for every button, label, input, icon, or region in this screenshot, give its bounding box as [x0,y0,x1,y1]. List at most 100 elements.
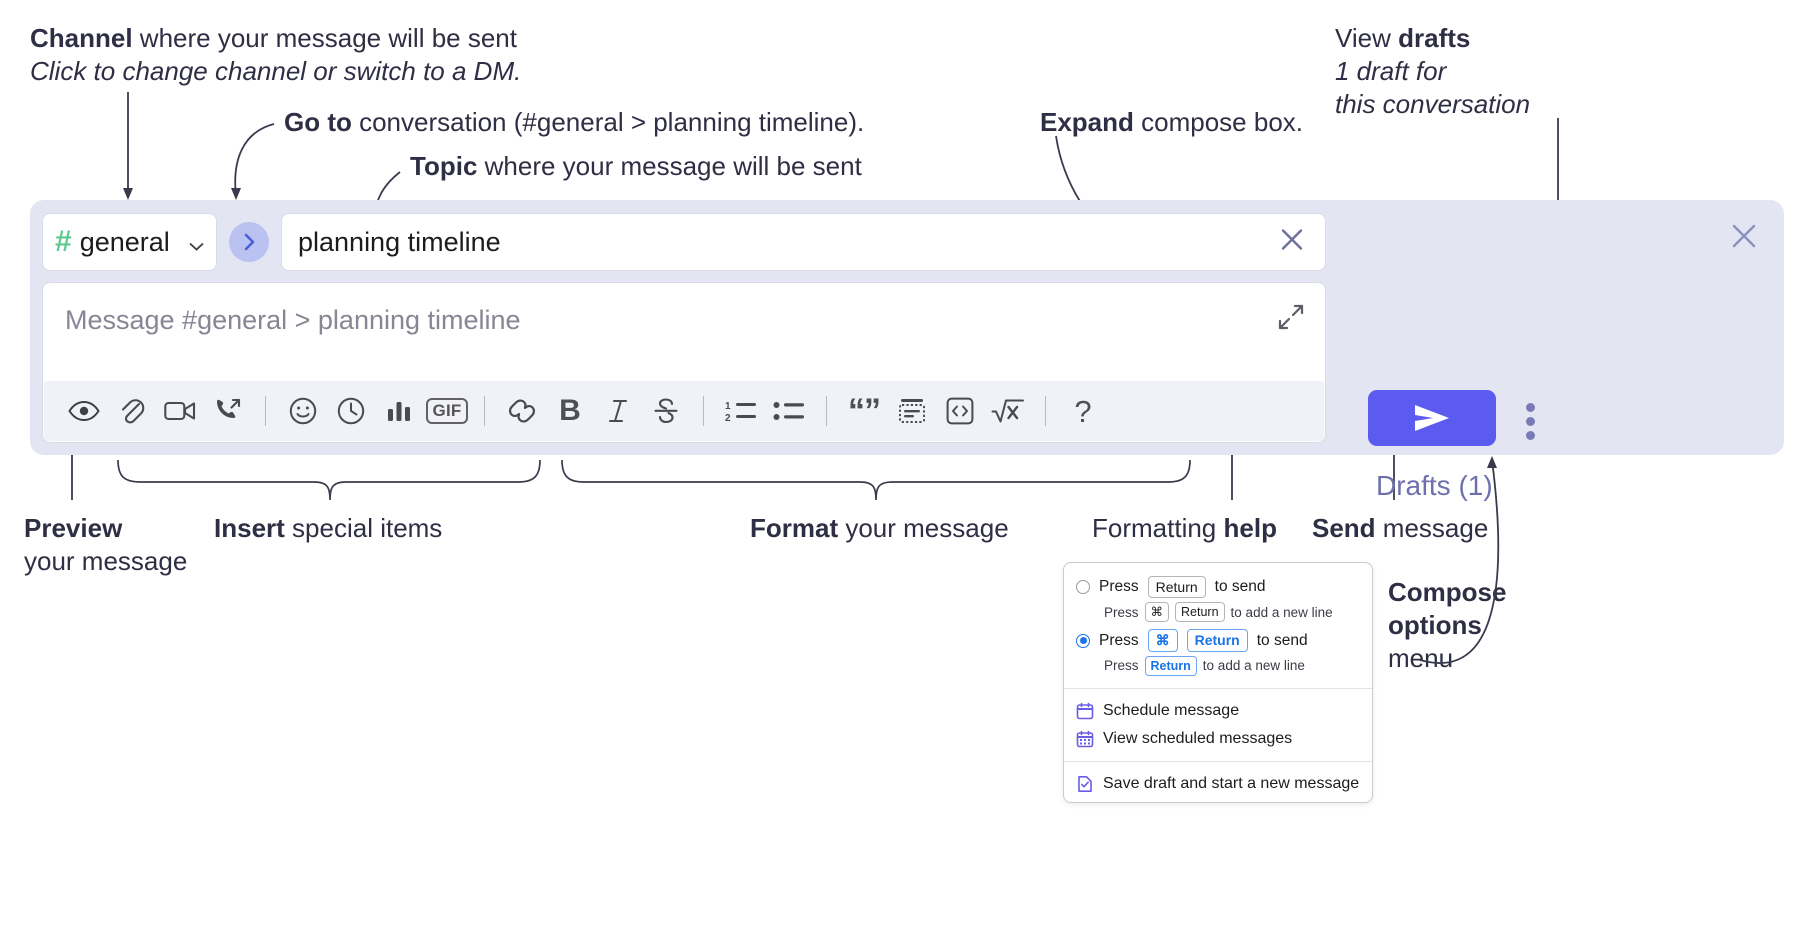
annotation-send-rest: message [1375,513,1489,543]
link-icon[interactable] [498,389,546,433]
toolbar-divider [265,396,266,426]
annotation-insert: Insert special items [214,512,442,545]
option1-sub-post: to add a new line [1230,604,1333,620]
annotation-goto-rest: conversation (#general > planning timeli… [351,107,865,137]
compose-options-button[interactable] [1526,398,1535,445]
option2-hint: Press Return to add a new line [1064,655,1372,680]
option2-post: to send [1256,631,1308,649]
help-icon[interactable]: ? [1059,389,1107,433]
annotation-channel: Channel where your message will be sent … [30,22,521,88]
message-input-area[interactable]: Message #general > planning timeline [42,282,1326,443]
kebab-dot [1526,417,1535,426]
option1-pre: Press [1099,578,1139,596]
annotation-format-rest: your message [838,513,1009,543]
help-label: ? [1074,393,1092,429]
clock-icon[interactable] [327,389,375,433]
video-icon[interactable] [156,389,204,433]
close-compose-icon[interactable] [1728,220,1760,257]
annotation-compose-rest: menu [1388,642,1454,673]
option-cmd-return-to-send[interactable]: Press ⌘ Return to send [1064,626,1372,654]
option2-pre: Press [1099,631,1139,649]
annotation-preview-rest: your message [24,545,188,576]
goto-conversation-button[interactable] [229,222,269,262]
key-command: ⌘ [1147,629,1178,652]
annotation-compose-bold2: options [1388,609,1482,640]
option2-sub-post: to add a new line [1202,658,1305,674]
annotation-expand-bold: Expand [1040,107,1134,137]
topic-value: planning timeline [298,226,501,257]
annotation-insert-bold: Insert [214,513,285,543]
toolbar-divider [1045,396,1046,426]
clear-topic-icon[interactable] [1277,225,1307,260]
poll-icon[interactable] [375,389,423,433]
menu-item-label: View scheduled messages [1103,729,1293,747]
toolbar-divider [703,396,704,426]
annotation-drafts-rest: View [1335,23,1399,53]
compose-inner: # general planning timeline Message #gen… [42,212,1326,443]
radio-return-to-send[interactable] [1076,580,1090,595]
calendar-grid-icon [1076,730,1094,748]
annotation-expand-rest: compose box. [1133,107,1304,137]
attachment-icon[interactable] [108,389,156,433]
preview-icon[interactable] [60,389,108,433]
save-draft-icon [1078,775,1092,792]
drafts-link[interactable]: Drafts (1) [1376,470,1493,501]
menu-item-label: Save draft and start a new message [1103,774,1360,792]
emoji-icon[interactable] [279,389,327,433]
topic-input[interactable]: planning timeline [281,213,1326,271]
calendar-icon [1076,702,1094,720]
message-placeholder: Message #general > planning timeline [65,305,521,335]
gif-icon[interactable]: GIF [423,389,471,433]
annotation-format: Format your message [750,512,1009,545]
menu-item-schedule-message[interactable]: Schedule message [1064,697,1372,725]
channel-name-label: general [79,226,170,257]
annotation-topic-bold: Topic [410,151,478,181]
option1-post: to send [1214,578,1266,596]
svg-text:1: 1 [725,401,731,412]
toolbar-divider [484,396,485,426]
strikethrough-icon[interactable] [642,389,690,433]
ordered-list-icon[interactable]: 1 2 [717,389,765,433]
annotation-drafts: View drafts 1 draft for this conversatio… [1335,22,1530,120]
annotation-channel-italic: Click to change channel or switch to a D… [30,55,522,86]
annotation-compose-bold1: Compose [1388,577,1507,607]
code-icon[interactable] [936,389,984,433]
blockquote-icon[interactable]: “” [840,389,888,433]
annotation-send-bold: Send [1312,513,1376,543]
menu-item-save-draft[interactable]: Save draft and start a new message [1064,770,1372,798]
menu-item-label: Schedule message [1103,701,1240,719]
compose-options-menu: Press Return to send Press ⌘ Return to a… [1063,562,1373,803]
code-block-icon[interactable] [888,389,936,433]
bold-icon[interactable]: B [546,389,594,433]
radio-cmd-return-to-send[interactable] [1076,633,1090,648]
annotation-compose-options: Compose options menu [1388,576,1568,674]
menu-item-view-scheduled[interactable]: View scheduled messages [1064,725,1372,753]
annotation-send: Send message [1312,512,1488,545]
key-command: ⌘ [1144,602,1170,623]
bullet-list-icon[interactable] [765,389,813,433]
option-return-to-send[interactable]: Press Return to send [1064,573,1372,601]
toolbar-divider [826,396,827,426]
italic-icon[interactable] [594,389,642,433]
math-icon[interactable] [984,389,1032,433]
bold-label: B [559,394,581,427]
channel-selector[interactable]: # general [42,213,217,271]
annotation-goto: Go to conversation (#general > planning … [284,106,864,139]
formatting-toolbar: GIF B [44,381,1324,441]
annotation-expand: Expand compose box. [1040,106,1303,139]
svg-text:2: 2 [725,413,731,423]
key-return: Return [1175,602,1225,623]
annotation-drafts-italic1: 1 draft for [1335,55,1447,86]
annotation-preview-bold: Preview [24,513,123,543]
annotation-topic: Topic where your message will be sent [410,150,862,183]
blockquote-label: “” [848,392,881,430]
annotation-goto-bold: Go to [284,107,352,137]
audio-call-icon[interactable] [204,389,252,433]
annotation-insert-rest: special items [284,513,443,543]
expand-compose-icon[interactable] [1277,303,1305,336]
send-button[interactable] [1368,390,1496,446]
chevron-right-icon [244,233,254,251]
key-return: Return [1186,629,1248,652]
annotation-drafts-bold: drafts [1398,23,1471,53]
